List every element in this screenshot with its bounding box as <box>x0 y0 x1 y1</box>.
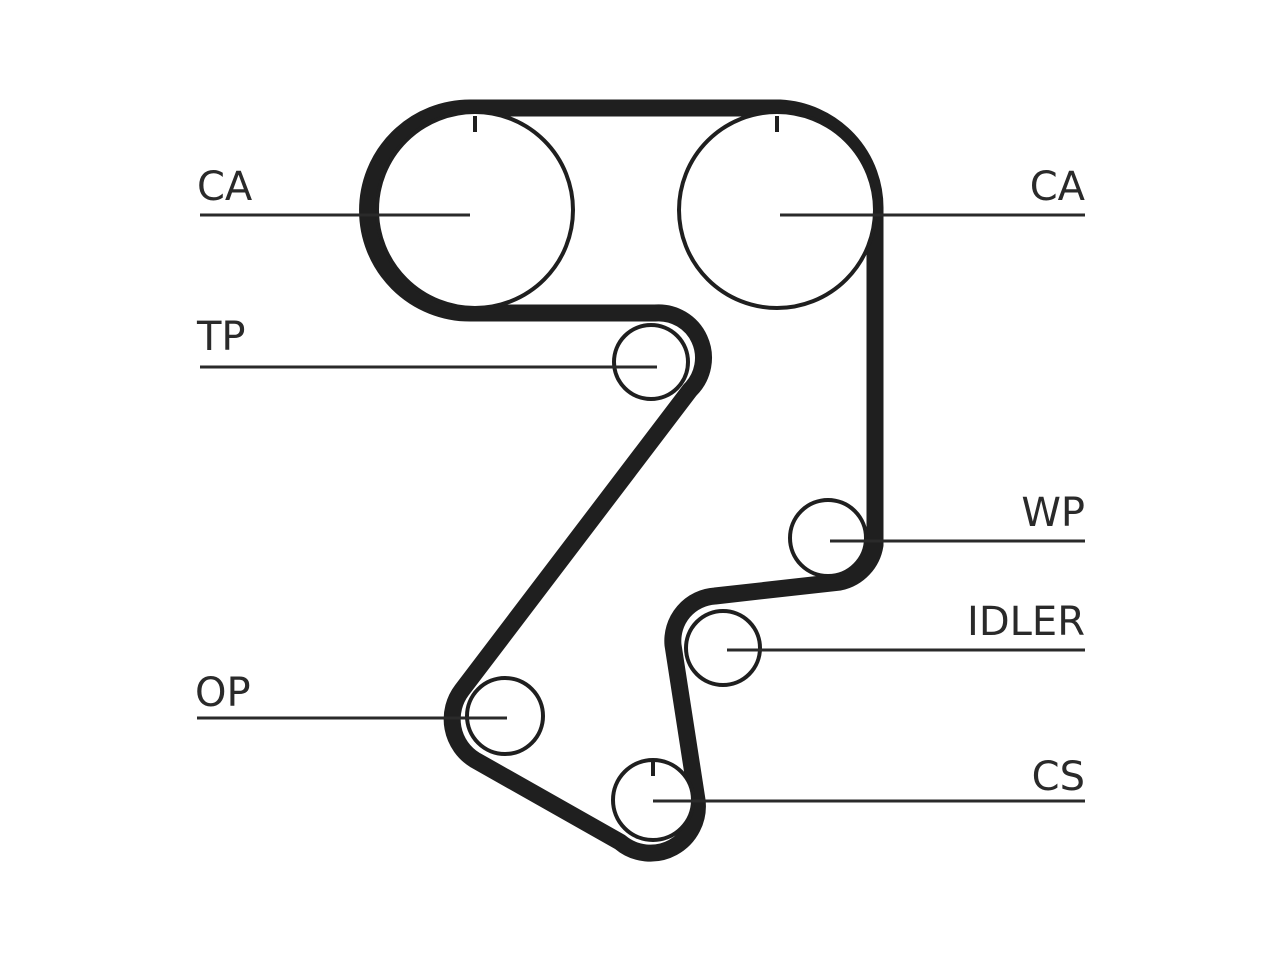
label-wp: WP <box>1021 490 1085 536</box>
idler-pulley <box>684 609 762 687</box>
label-idler: IDLER <box>967 599 1085 645</box>
label-op: OP <box>195 670 251 716</box>
timing-belt <box>359 99 884 862</box>
camshaft-pulley-left <box>375 110 575 310</box>
label-ca-right: CA <box>1030 164 1086 210</box>
label-ca-left: CA <box>197 164 253 210</box>
water-pump-pulley <box>788 498 868 578</box>
label-tp: TP <box>196 314 246 360</box>
tensioner-pulley <box>612 323 690 401</box>
label-cs: CS <box>1032 754 1085 800</box>
oil-pump-pulley <box>465 676 545 756</box>
camshaft-pulley-right <box>677 110 877 310</box>
